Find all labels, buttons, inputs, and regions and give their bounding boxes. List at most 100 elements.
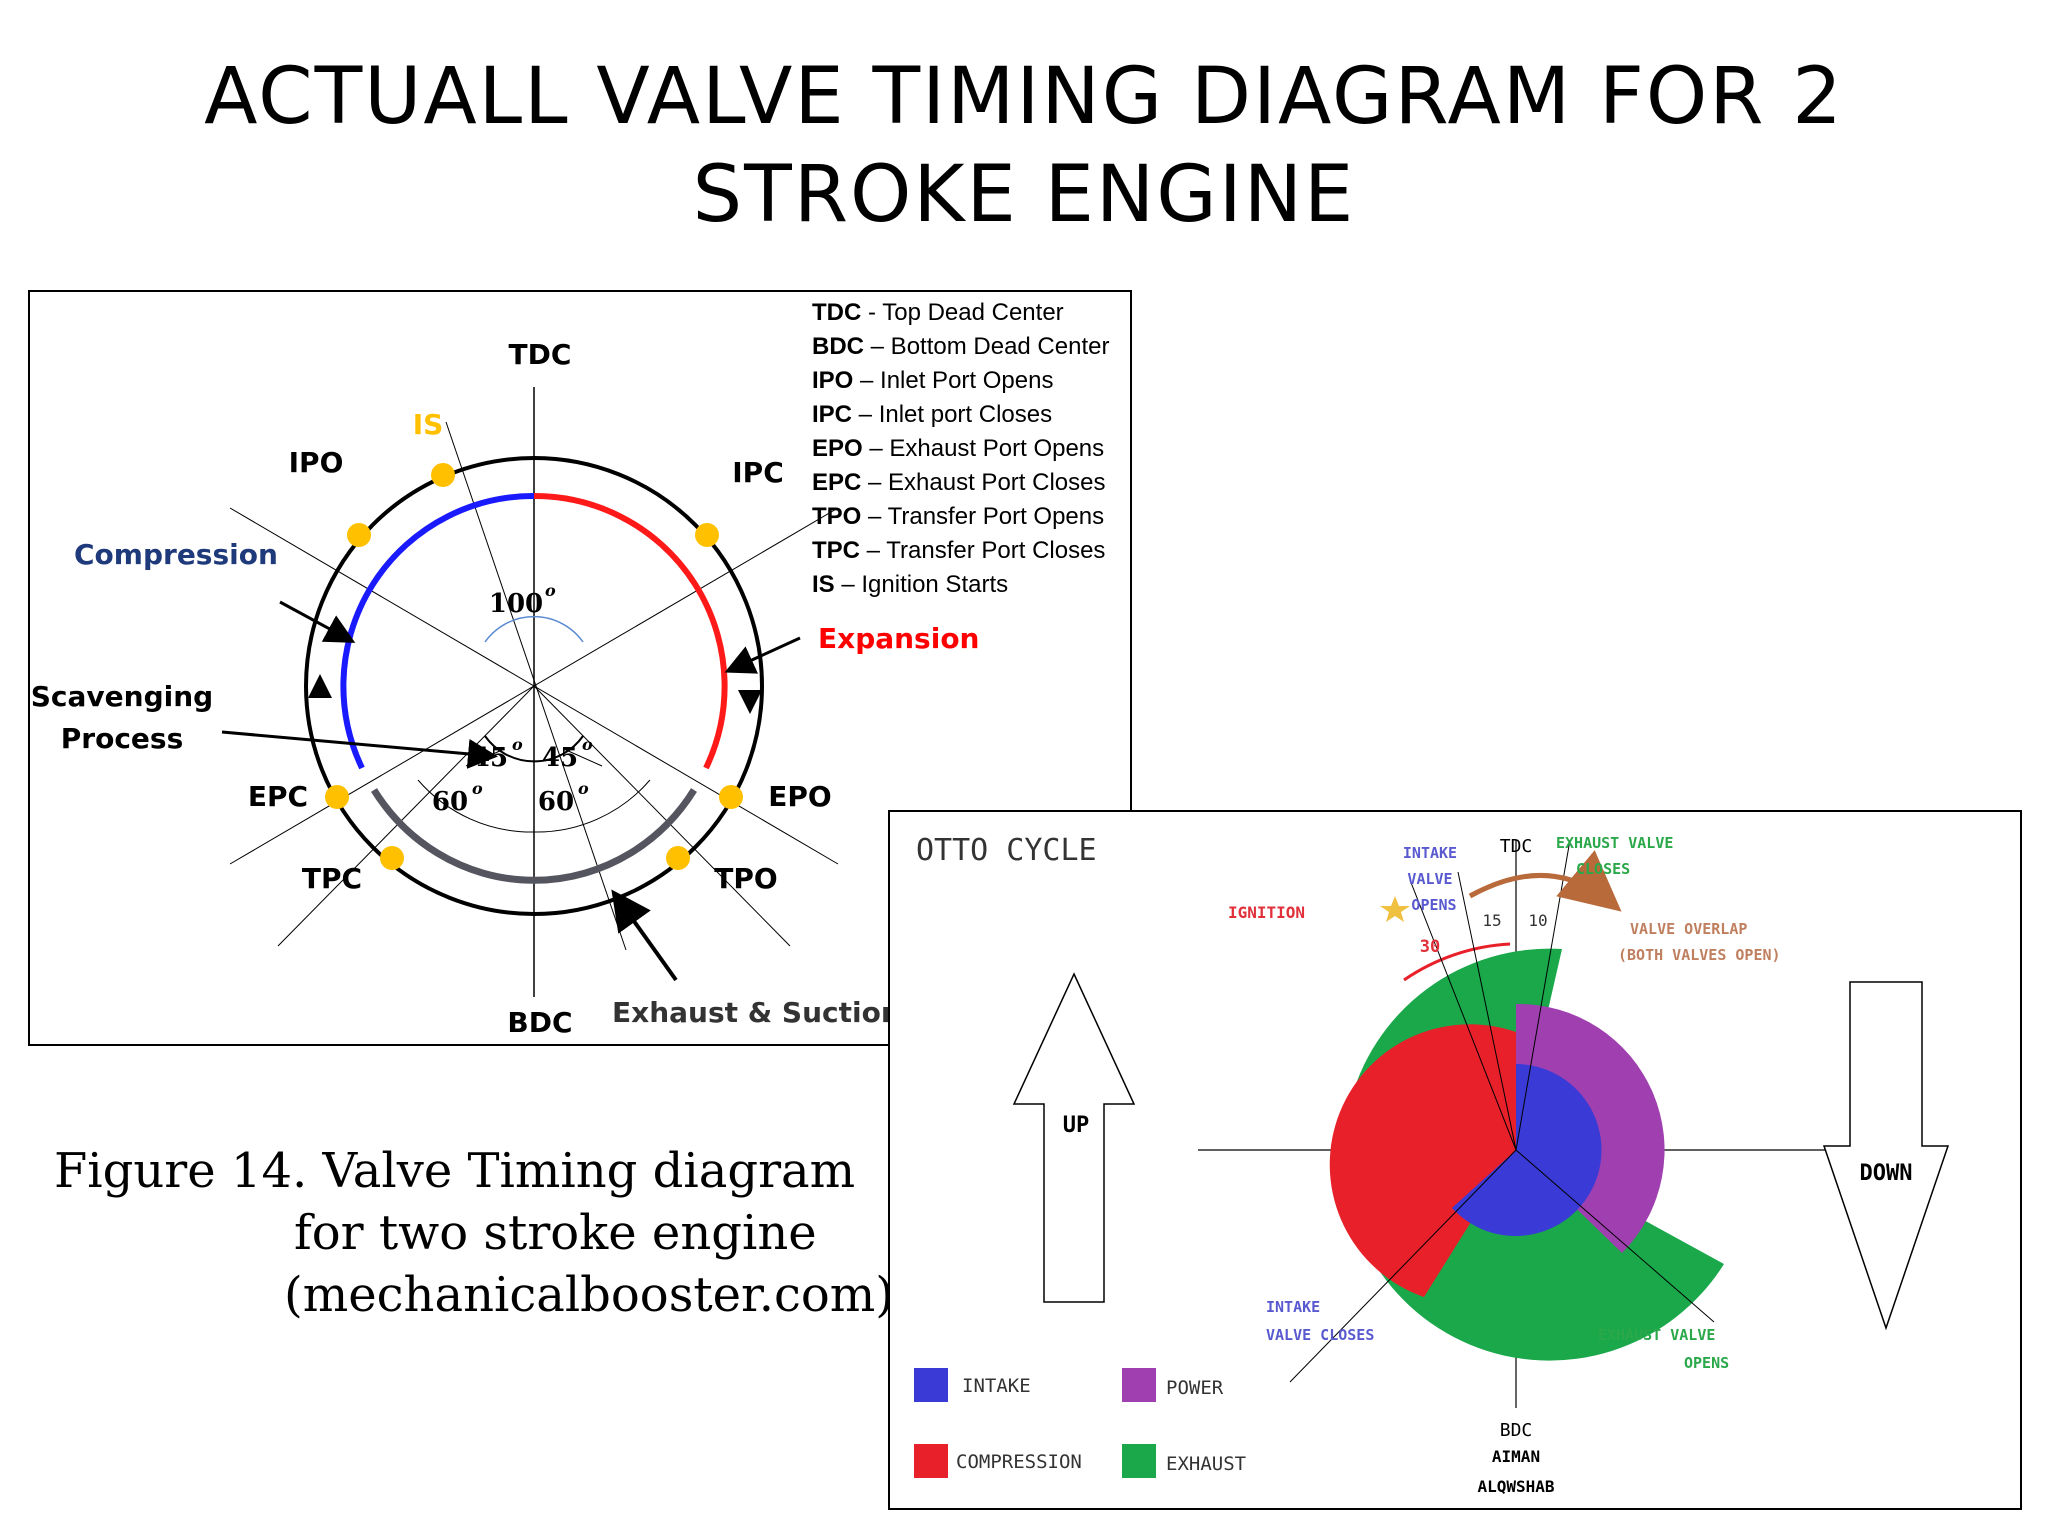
ignition-line bbox=[1409, 879, 1517, 1151]
legend-abbr: EPC bbox=[812, 469, 861, 496]
degree-sign-100: o bbox=[545, 581, 556, 600]
line-tpc bbox=[277, 685, 535, 947]
legend-abbr: TPO bbox=[812, 503, 861, 530]
epc-label: EPC bbox=[248, 780, 308, 813]
compression-swatch bbox=[914, 1444, 948, 1478]
compression-label: Compression bbox=[74, 538, 278, 571]
epc-marker bbox=[325, 785, 349, 809]
ipo-label: IPO bbox=[289, 446, 344, 479]
legend-entry: BDC – Bottom Dead Center bbox=[812, 333, 1109, 360]
otto-legend: INTAKE POWER COMPRESSION EXHAUST bbox=[914, 1368, 1246, 1478]
legend-abbr: EPO bbox=[812, 435, 863, 462]
exhaust-suction-arc bbox=[371, 788, 697, 884]
is-label: IS bbox=[413, 408, 444, 441]
intake-closes-line2: VALVE CLOSES bbox=[1266, 1326, 1374, 1344]
degree-sign-45-right: o bbox=[582, 735, 593, 754]
scavenging-label-line2: Process bbox=[61, 722, 184, 755]
angle-100-arc bbox=[484, 615, 584, 643]
legend-text: – Inlet port Closes bbox=[852, 401, 1052, 428]
otto-cycle-canvas: OTTO CYCLE UP DOWN TDC BDC INTAKE VALVE … bbox=[914, 833, 1950, 1496]
angle-60-left-label: 60 bbox=[432, 787, 468, 817]
bdc-label-otto: BDC bbox=[1500, 1420, 1533, 1441]
epo-label: EPO bbox=[768, 780, 831, 813]
ipc-label: IPC bbox=[732, 456, 784, 489]
angle-15-label: 15 bbox=[1482, 911, 1501, 930]
intake-swatch bbox=[914, 1368, 948, 1402]
author-line2: ALQWSHAB bbox=[1477, 1477, 1554, 1496]
line-tpo bbox=[533, 685, 791, 947]
ignition-star-icon bbox=[1380, 896, 1410, 922]
down-arrow-icon bbox=[1822, 981, 1950, 1331]
intake-closes-line1: INTAKE bbox=[1266, 1298, 1320, 1316]
scavenging-pointer bbox=[221, 730, 498, 769]
tdc-label-otto: TDC bbox=[1500, 836, 1533, 857]
intake-closes-line bbox=[1289, 1149, 1517, 1383]
ignition-label: IGNITION bbox=[1228, 903, 1305, 922]
two-stroke-timing-diagram: TDC BDC IS IPO IPC EPC EPO TPC TPO Compr… bbox=[28, 290, 1132, 1046]
tpc-label: TPC bbox=[302, 862, 362, 895]
exhaust-swatch bbox=[1122, 1444, 1156, 1478]
legend-exhaust: EXHAUST bbox=[1166, 1453, 1246, 1475]
down-rotation-arrow-icon bbox=[738, 690, 762, 714]
angle-45-right-label: 45 bbox=[542, 743, 578, 773]
expansion-arc bbox=[533, 492, 728, 770]
author-line1: AIMAN bbox=[1492, 1447, 1540, 1466]
figure-caption: Figure 14. Valve Timing diagram for two … bbox=[54, 1140, 894, 1326]
legend-text: – Exhaust Port Opens bbox=[863, 435, 1104, 462]
legend-power: POWER bbox=[1166, 1377, 1224, 1399]
degree-sign-60-left: o bbox=[472, 779, 483, 798]
legend-abbr: IS bbox=[812, 571, 835, 598]
legend-intake: INTAKE bbox=[962, 1375, 1031, 1397]
legend-entry: TPO – Transfer Port Opens bbox=[812, 503, 1104, 530]
expansion-label: Expansion bbox=[818, 622, 980, 655]
legend-text: – Exhaust Port Closes bbox=[861, 469, 1105, 496]
legend-abbr: IPC bbox=[812, 401, 852, 428]
legend-text: – Ignition Starts bbox=[835, 571, 1008, 598]
intake-opens-line1: INTAKE bbox=[1403, 844, 1457, 862]
compression-pointer bbox=[279, 600, 356, 643]
legend-text: – Bottom Dead Center bbox=[864, 333, 1109, 360]
legend-compression: COMPRESSION bbox=[956, 1451, 1082, 1473]
legend-text: – Inlet Port Opens bbox=[853, 367, 1053, 394]
degree-sign-60-right: o bbox=[578, 779, 589, 798]
legend-entry: TDC - Top Dead Center bbox=[812, 299, 1064, 326]
intake-opens-line3: OPENS bbox=[1411, 896, 1456, 914]
legend-text: – Transfer Port Closes bbox=[860, 537, 1105, 564]
legend-text: - Top Dead Center bbox=[861, 299, 1063, 326]
exhaust-opens-line2: OPENS bbox=[1684, 1354, 1729, 1372]
exhaust-pointer bbox=[611, 889, 678, 982]
legend-abbr: IPO bbox=[812, 367, 853, 394]
ignition-arc bbox=[1403, 942, 1511, 982]
is-marker bbox=[431, 463, 455, 487]
epo-marker bbox=[719, 785, 743, 809]
legend-entry: TPC – Transfer Port Closes bbox=[812, 537, 1105, 564]
otto-title: OTTO CYCLE bbox=[916, 833, 1097, 868]
legend-entry: IPO – Inlet Port Opens bbox=[812, 367, 1053, 394]
legend-entry: EPC – Exhaust Port Closes bbox=[812, 469, 1105, 496]
legend-abbr: TDC bbox=[812, 299, 861, 326]
bdc-label: BDC bbox=[507, 1006, 572, 1039]
slide-title-line1: ACTUALL VALVE TIMING DIAGRAM FOR 2 bbox=[204, 52, 1844, 142]
ipo-marker bbox=[347, 523, 371, 547]
legend-abbr: TPC bbox=[812, 537, 860, 564]
down-label: DOWN bbox=[1860, 1161, 1913, 1186]
tpc-marker bbox=[380, 846, 404, 870]
exhaust-closes-line2: CLOSES bbox=[1576, 860, 1630, 878]
intake-opens-line2: VALVE bbox=[1407, 870, 1452, 888]
angle-100-label: 100 bbox=[489, 589, 543, 619]
degree-sign-45-left: o bbox=[512, 735, 523, 754]
expansion-pointer bbox=[724, 636, 801, 674]
tdc-label: TDC bbox=[509, 338, 572, 371]
angle-30-label: 30 bbox=[1420, 937, 1440, 957]
angle-10-label: 10 bbox=[1528, 911, 1547, 930]
intake-opens-line bbox=[1457, 871, 1517, 1151]
scavenging-label-line1: Scavenging bbox=[31, 680, 213, 713]
legend-entry: IS – Ignition Starts bbox=[812, 571, 1008, 598]
ipc-marker bbox=[695, 523, 719, 547]
legend-abbr: BDC bbox=[812, 333, 864, 360]
up-rotation-arrow-icon bbox=[308, 674, 332, 698]
exhaust-opens-line1: EXHAUST VALVE bbox=[1598, 1326, 1715, 1344]
valve-overlap-line2: (BOTH VALVES OPEN) bbox=[1618, 946, 1781, 964]
exhaust-closes-line1: EXHAUST VALVE bbox=[1556, 834, 1673, 852]
